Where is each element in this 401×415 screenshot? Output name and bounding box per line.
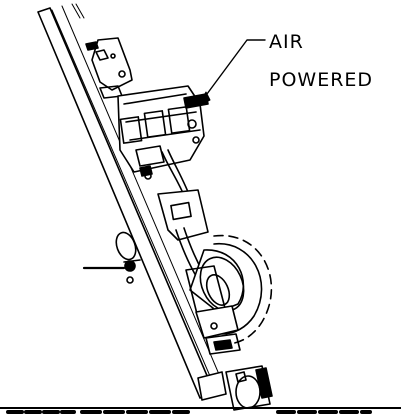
air-valve-assembly [117, 85, 209, 203]
callout-leader [197, 39, 266, 107]
bottom-foot [197, 365, 273, 411]
callout-label-line2: POWERED [269, 69, 373, 91]
side-handle [82, 231, 141, 284]
mid-clamp-block [157, 189, 209, 277]
callout-label-line1: AIR [269, 31, 304, 53]
slanted-frame [37, 3, 225, 399]
rotary-actuator [185, 234, 273, 355]
bottom-dimension-bar [0, 407, 401, 414]
upper-bracket [85, 37, 133, 99]
